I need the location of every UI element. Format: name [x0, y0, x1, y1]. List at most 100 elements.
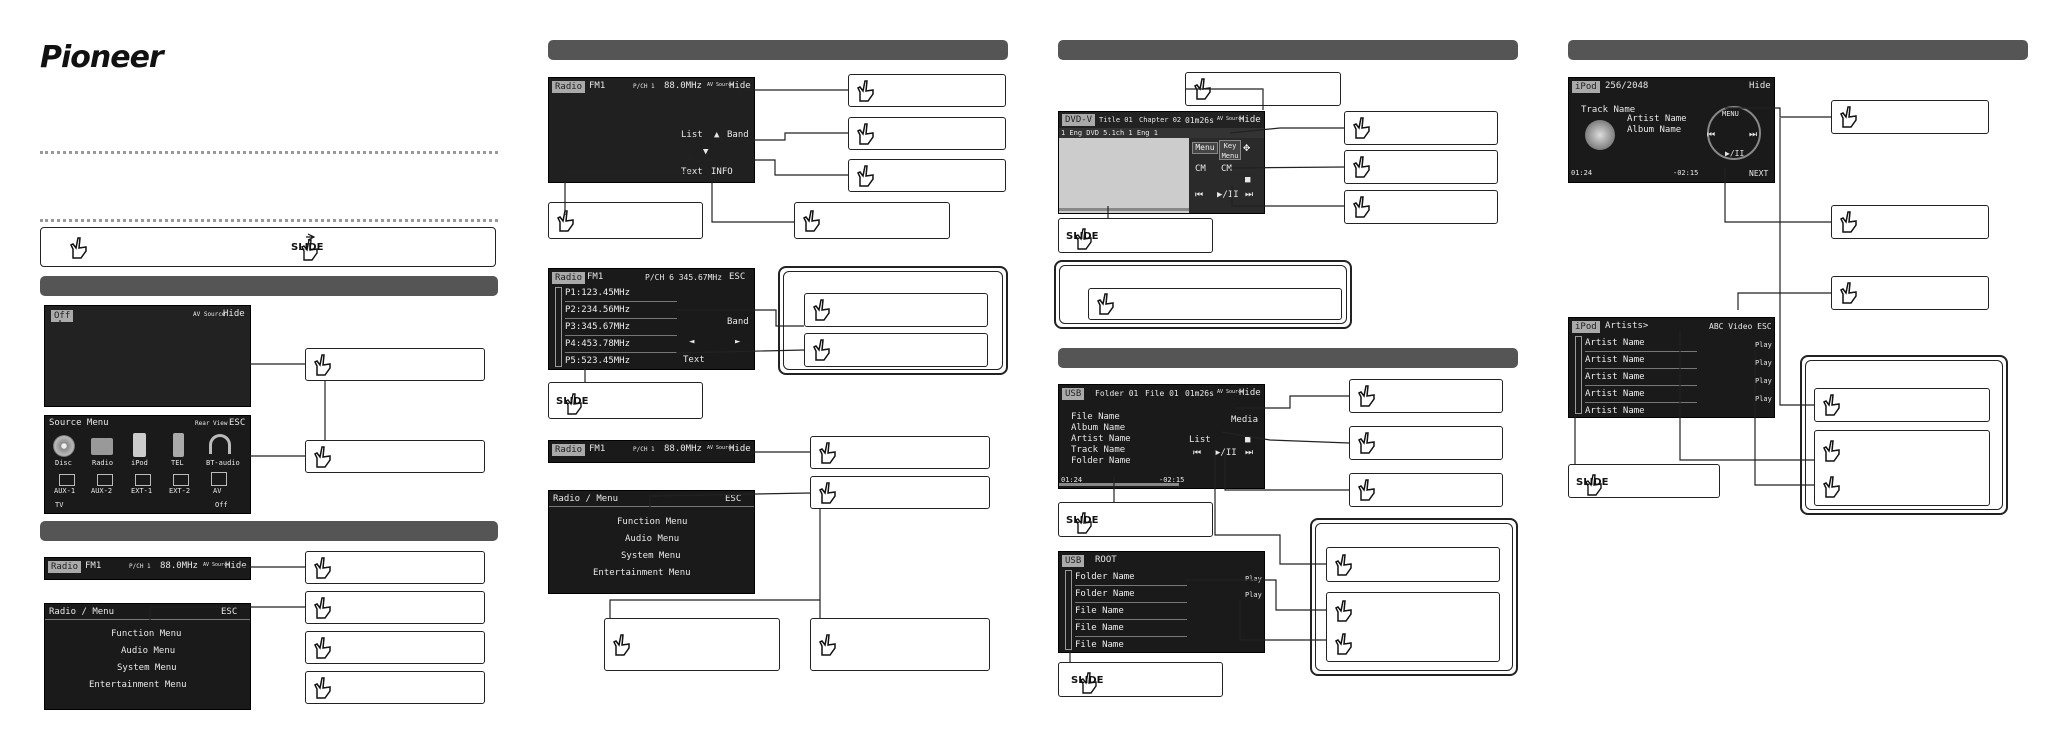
hide-button[interactable]: Hide — [1749, 81, 1771, 91]
hide-button[interactable]: Hide — [1239, 115, 1261, 125]
list-button[interactable]: List — [1189, 435, 1211, 445]
progress-bar[interactable] — [1059, 483, 1179, 486]
preset-item[interactable]: P2:234.56MHz — [565, 302, 677, 319]
play-pause-icon[interactable]: ▶/II — [1215, 448, 1237, 458]
entertainment-menu-item[interactable]: Entertainment Menu — [89, 680, 187, 690]
step-icon[interactable]: CM — [1221, 164, 1232, 174]
stop-icon[interactable]: ■ — [1245, 175, 1251, 185]
source-tel[interactable]: TEL — [171, 459, 184, 467]
next-track-icon[interactable]: ⏭ — [1245, 448, 1254, 458]
function-menu-item[interactable]: Function Menu — [617, 517, 688, 527]
off-button[interactable]: Off — [51, 310, 74, 322]
source-tv[interactable]: TV — [55, 501, 64, 509]
esc-button[interactable]: ESC — [229, 418, 246, 428]
list-item[interactable]: File Name — [1075, 637, 1187, 652]
preset-item[interactable]: P1:123.45MHz — [565, 285, 677, 302]
text-button[interactable]: Text — [683, 355, 705, 365]
next-button[interactable]: NEXT — [1749, 169, 1769, 178]
control-wheel[interactable] — [1707, 106, 1761, 160]
source-ext1[interactable]: EXT-1 — [131, 487, 153, 495]
ext2-icon[interactable] — [173, 474, 189, 486]
scrollbar[interactable] — [555, 287, 562, 367]
menu-button[interactable]: MENU — [1722, 110, 1739, 118]
scrollbar[interactable] — [1065, 570, 1072, 650]
source-radio[interactable]: Radio — [92, 459, 114, 467]
list-item[interactable]: Artist Name — [1585, 369, 1697, 386]
cursor-keys-icon[interactable]: ✥ — [1243, 140, 1251, 154]
list-button[interactable]: List — [681, 130, 703, 140]
source-tag[interactable]: Radio — [552, 272, 586, 284]
source-tag[interactable]: iPod — [1572, 321, 1600, 333]
source-tag[interactable]: iPod — [1572, 81, 1600, 93]
source-tag[interactable]: Radio — [48, 561, 82, 573]
av-icon[interactable] — [211, 472, 227, 486]
list-item[interactable]: Folder Name — [1075, 569, 1187, 586]
step-icon[interactable]: CM — [1195, 164, 1206, 174]
text-button[interactable]: Text — [681, 167, 703, 177]
key-menu-button[interactable]: Key Menu — [1219, 140, 1241, 160]
function-menu-item[interactable]: Function Menu — [111, 629, 182, 639]
hide-button[interactable]: Hide — [729, 81, 751, 91]
source-ipod[interactable]: iPod — [131, 459, 148, 467]
preset-item[interactable]: P4:453.78MHz — [565, 336, 677, 353]
prev-button[interactable]: ◄ — [689, 337, 695, 347]
av-source-button[interactable]: AV Source — [193, 311, 226, 318]
source-aux1[interactable]: AUX-1 — [54, 487, 76, 495]
esc-button[interactable]: ESC — [725, 494, 742, 504]
audio-menu-item[interactable]: Audio Menu — [625, 534, 680, 544]
menu-button[interactable]: Menu — [1192, 142, 1218, 154]
av-source-button[interactable]: AV Source — [707, 82, 735, 88]
play-button[interactable]: Play — [1755, 377, 1772, 385]
disc-icon[interactable] — [53, 435, 75, 457]
next-track-icon[interactable]: ⏭ — [1245, 190, 1254, 200]
scrollbar[interactable] — [1575, 336, 1582, 414]
source-tag[interactable]: DVD-V — [1062, 114, 1096, 126]
source-tag[interactable]: Radio — [552, 81, 586, 93]
play-button[interactable]: Play — [1755, 359, 1772, 367]
prev-track-icon[interactable]: ⏮ — [1707, 130, 1716, 140]
list-item[interactable]: Artist Name — [1585, 335, 1697, 352]
prev-track-icon[interactable]: ⏮ — [1195, 190, 1204, 200]
play-button[interactable]: Play — [1755, 341, 1772, 349]
hide-button[interactable]: Hide — [1239, 388, 1261, 398]
preset-item[interactable]: P5:523.45MHz — [565, 353, 677, 369]
av-source-button[interactable]: AV Source — [1217, 389, 1245, 395]
esc-button[interactable]: ESC — [729, 272, 746, 282]
list-item[interactable]: Folder Name — [1075, 586, 1187, 603]
source-aux2[interactable]: AUX-2 — [91, 487, 113, 495]
play-button[interactable]: Play — [1755, 395, 1772, 403]
ext1-icon[interactable] — [135, 474, 151, 486]
hide-button[interactable]: Hide — [729, 444, 751, 454]
hide-button[interactable]: Hide — [225, 561, 247, 571]
prev-track-icon[interactable]: ⏮ — [1193, 448, 1202, 458]
media-button[interactable]: Media — [1231, 415, 1259, 425]
source-ext2[interactable]: EXT-2 — [169, 487, 191, 495]
entertainment-menu-item[interactable]: Entertainment Menu — [593, 568, 691, 578]
audio-menu-item[interactable]: Audio Menu — [121, 646, 176, 656]
play-button[interactable]: Play — [1245, 591, 1262, 599]
headphones-icon[interactable] — [209, 434, 231, 454]
play-pause-icon[interactable]: ▶/II — [1725, 149, 1745, 158]
progress-bar[interactable] — [1059, 208, 1189, 211]
source-tag[interactable]: Radio — [552, 444, 586, 456]
source-bt-audio[interactable]: BT-audio — [206, 459, 240, 467]
next-track-icon[interactable]: ⏭ — [1749, 130, 1758, 140]
list-item[interactable]: Artist Name — [1585, 386, 1697, 403]
stop-icon[interactable]: ■ — [1245, 435, 1251, 445]
aux1-icon[interactable] — [59, 474, 75, 486]
av-source-button[interactable]: AV Source — [1217, 116, 1245, 122]
play-pause-icon[interactable]: ▶/II — [1217, 190, 1239, 200]
next-button[interactable]: ► — [735, 337, 741, 347]
source-tag[interactable]: USB — [1062, 555, 1085, 567]
list-item[interactable]: Artist Name — [1585, 403, 1697, 417]
hide-button[interactable]: Hide — [223, 309, 245, 319]
source-av[interactable]: AV — [213, 487, 222, 495]
band-button[interactable]: Band — [727, 317, 749, 327]
esc-button[interactable]: ESC — [221, 607, 238, 617]
av-source-button[interactable]: AV Source — [203, 562, 231, 568]
list-item[interactable]: File Name — [1075, 620, 1187, 637]
phone-icon[interactable] — [173, 433, 184, 457]
list-item[interactable]: File Name — [1075, 603, 1187, 620]
list-item[interactable]: Artist Name — [1585, 352, 1697, 369]
preset-item[interactable]: P3:345.67MHz — [565, 319, 677, 336]
